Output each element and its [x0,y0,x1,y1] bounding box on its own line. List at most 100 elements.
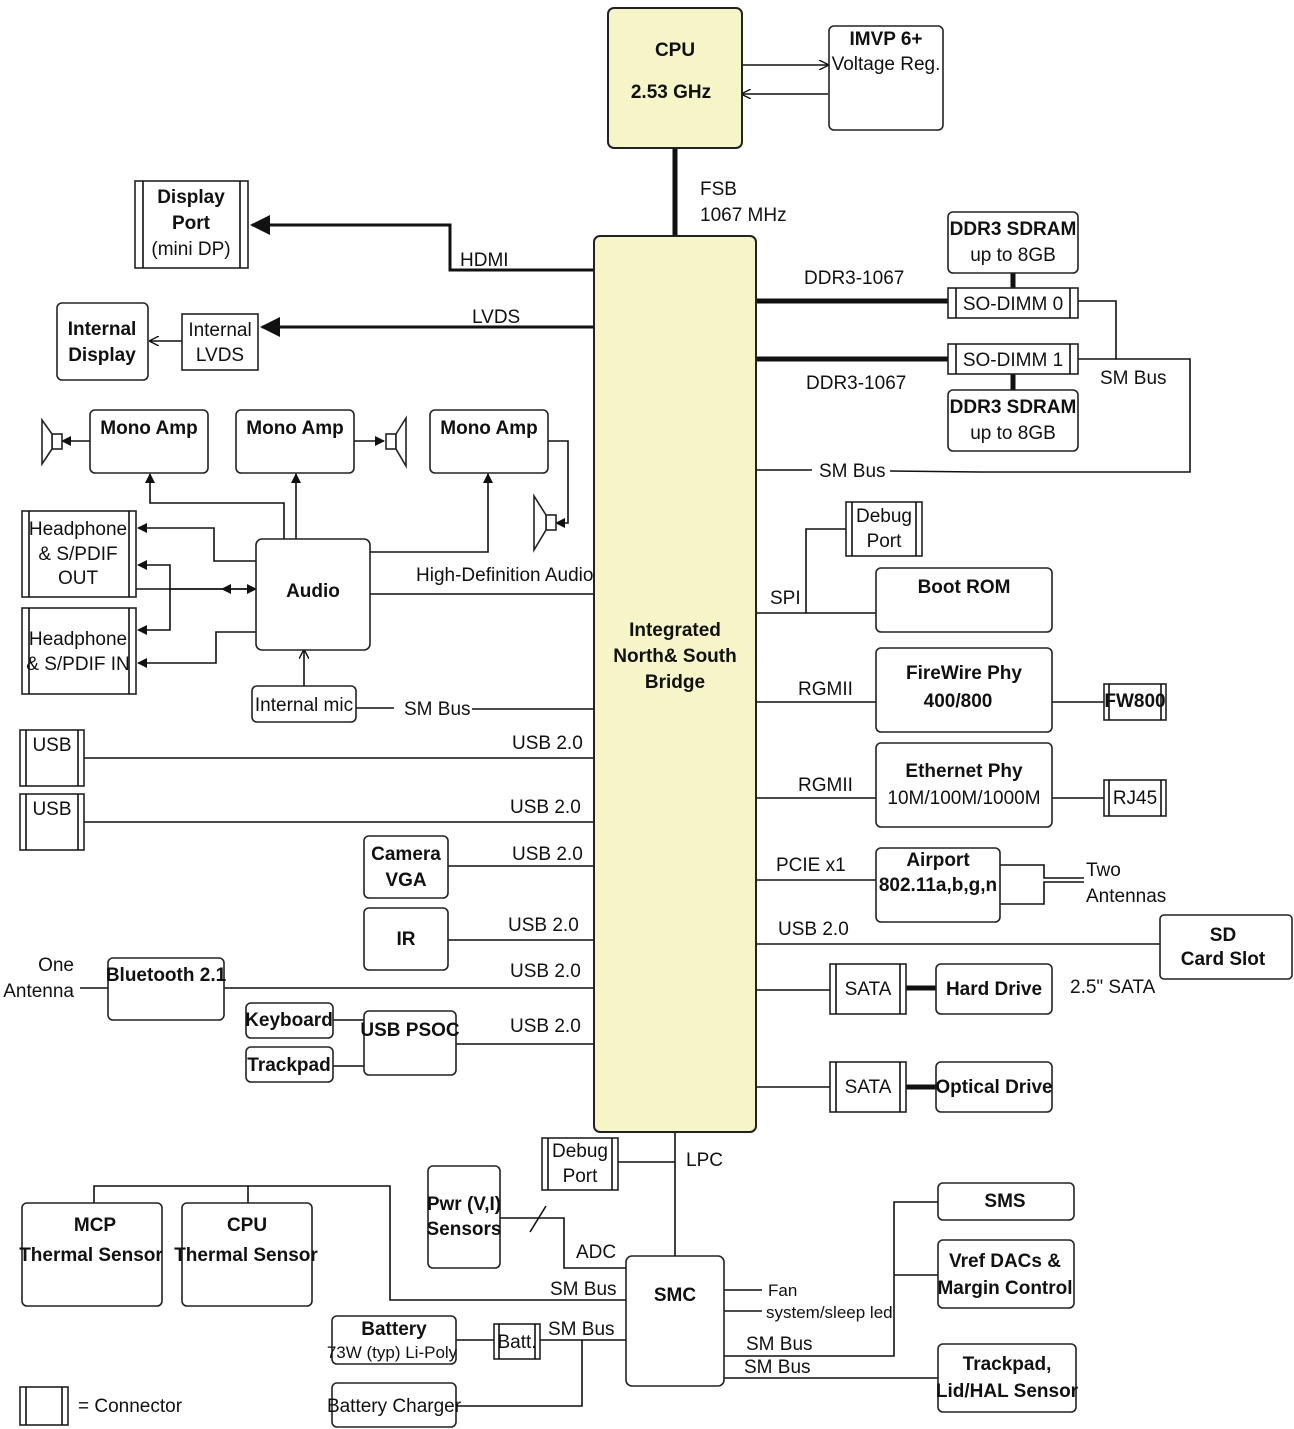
pwr-sensors-box: Pwr (V,I) Sensors [427,1165,502,1269]
bridge-box: Integrated North& South Bridge [593,235,757,1133]
usb-bus-label: USB 2.0 [778,919,849,940]
svg-text:SMS: SMS [984,1191,1025,1212]
battery-charger-box: Battery Charger [327,1382,462,1428]
one-antenna-label: One [38,955,74,976]
audio-box: Audio [255,538,371,651]
svg-text:SMC: SMC [654,1285,697,1306]
svg-text:& S/PDIF: & S/PDIF [38,544,117,565]
svg-text:SATA: SATA [845,1077,892,1098]
sm-bus-battery-label: SM Bus [548,1319,615,1340]
svg-text:Batt.: Batt. [497,1332,536,1353]
sms-box: SMS [937,1182,1075,1221]
sata-connector-odd: SATA [829,1061,907,1113]
speaker-icon [385,415,407,469]
svg-text:CPU: CPU [227,1215,267,1236]
usb-bus-label: USB 2.0 [510,1016,581,1037]
airport-box: Airport 802.11a,b,g,n [875,847,1001,923]
svg-text:Sensors: Sensors [427,1219,502,1240]
svg-text:SD: SD [1210,925,1236,946]
svg-text:Display: Display [68,345,136,366]
hard-drive-box: Hard Drive [935,963,1053,1015]
svg-text:Integrated: Integrated [629,620,721,641]
svg-text:SATA: SATA [845,979,892,1000]
trackpad-box: Trackpad [245,1046,334,1083]
svg-text:Debug: Debug [856,506,912,527]
svg-text:10M/100M/1000M: 10M/100M/1000M [887,788,1040,809]
two-antennas-label: Two [1086,860,1121,881]
svg-text:Ethernet Phy: Ethernet Phy [905,761,1023,782]
svg-text:Card Slot: Card Slot [1181,949,1266,970]
fw800-connector: FW800 [1103,683,1167,721]
internal-mic-box: Internal mic [251,685,357,723]
svg-text:MCP: MCP [74,1215,117,1236]
svg-text:Bluetooth 2.1: Bluetooth 2.1 [106,965,227,986]
internal-display-box: Internal Display [56,302,149,381]
mono-amp-3: Mono Amp [429,409,549,474]
trackpad-lid-sensor-box: Trackpad, Lid/HAL Sensor [936,1343,1079,1413]
rj45-connector: RJ45 [1103,779,1167,817]
svg-text:FireWire Phy: FireWire Phy [906,663,1022,684]
usb-bus-label: USB 2.0 [510,797,581,818]
speaker-icon [41,417,63,467]
smc-box: SMC [625,1255,725,1387]
rgmii-label: RGMII [798,775,853,796]
svg-text:Hard Drive: Hard Drive [946,979,1042,1000]
svg-text:Keyboard: Keyboard [245,1010,333,1031]
svg-text:Mono Amp: Mono Amp [100,418,197,439]
internal-lvds-box: Internal LVDS [181,313,259,371]
svg-text:OUT: OUT [58,568,99,589]
svg-text:400/800: 400/800 [924,691,993,712]
rgmii-label: RGMII [798,679,853,700]
svg-text:Trackpad,: Trackpad, [963,1354,1052,1375]
boot-rom-box: Boot ROM [875,567,1053,633]
svg-text:North& South: North& South [613,646,736,667]
lpc-label: LPC [686,1150,723,1171]
sm-bus-bridge-label: SM Bus [819,461,886,482]
svg-text:SO-DIMM 0: SO-DIMM 0 [963,294,1063,315]
camera-box: Camera VGA [363,835,449,899]
svg-text:Airport: Airport [906,850,970,871]
svg-text:Boot ROM: Boot ROM [918,577,1011,598]
svg-text:Headphone: Headphone [29,629,127,650]
svg-text:up to 8GB: up to 8GB [970,245,1056,266]
svg-text:Battery: Battery [361,1319,427,1340]
sm-bus-mic-label: SM Bus [404,699,471,720]
cpu-box: CPU 2.53 GHz [607,7,743,149]
svg-text:RJ45: RJ45 [1113,788,1157,809]
ir-box: IR [363,907,449,971]
optical-drive-box: Optical Drive [935,1061,1053,1113]
bluetooth-box: Bluetooth 2.1 [106,957,227,1021]
lvds-label: LVDS [472,307,520,328]
one-antenna-label: Antenna [3,981,74,1002]
svg-text:DDR3 SDRAM: DDR3 SDRAM [950,219,1077,240]
sd-card-slot-box: SD Card Slot [1159,914,1293,980]
svg-text:FW800: FW800 [1104,691,1165,712]
vref-dacs-box: Vref DACs & Margin Control [937,1239,1075,1309]
sodimm-0-connector: SO-DIMM 0 [947,287,1079,319]
usb-psoc-box: USB PSOC [360,1010,460,1076]
svg-text:IR: IR [397,929,416,950]
legend: = Connector [19,1386,183,1426]
svg-text:SO-DIMM 1: SO-DIMM 1 [963,350,1063,371]
svg-text:& S/PDIF IN: & S/PDIF IN [26,654,129,675]
ddr-bus-a-label: DDR3-1067 [804,268,904,289]
svg-text:Voltage Reg.: Voltage Reg. [832,54,941,75]
svg-text:Battery Charger: Battery Charger [327,1396,462,1417]
svg-text:USB PSOC: USB PSOC [360,1020,460,1041]
svg-text:Internal: Internal [188,320,251,341]
svg-text:Audio: Audio [286,581,340,602]
usb-bus-label: USB 2.0 [510,961,581,982]
svg-text:Trackpad: Trackpad [247,1055,330,1076]
spi-label: SPI [770,588,801,609]
svg-text:up to 8GB: up to 8GB [970,423,1056,444]
ddr-bus-b-label: DDR3-1067 [806,373,906,394]
sleep-led-label: system/sleep led [766,1303,893,1322]
sm-bus-smc-label: SM Bus [744,1357,811,1378]
battery-box: Battery 73W (typ) Li-Poly [327,1315,458,1365]
imvp-box: IMVP 6+ Voltage Reg. [828,25,944,131]
hda-label: High-Definition Audio [416,565,593,586]
svg-text:CPU: CPU [655,40,695,61]
sm-bus-thermal-label: SM Bus [550,1279,617,1300]
svg-text:Thermal Sensor: Thermal Sensor [174,1245,318,1266]
